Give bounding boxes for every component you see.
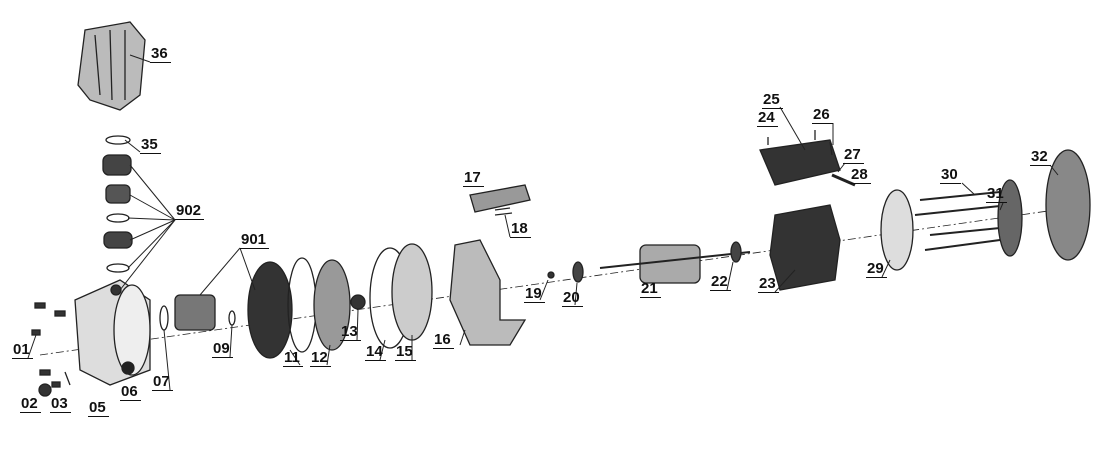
label-27: 27 [843,147,864,164]
part-21-rotor [639,244,701,284]
center-axis [39,204,1091,356]
part-16-bracket [449,239,527,346]
part-23-motor-housing [769,204,841,291]
part-24-terminal-box [759,139,841,186]
label-36: 36 [150,46,171,63]
label-16: 16 [433,332,454,349]
label-31: 31 [986,186,1007,203]
part-17-capacitor [469,184,531,213]
label-05: 05 [88,400,109,417]
label-28: 28 [850,167,871,184]
label-30: 30 [940,167,961,184]
label-06: 06 [120,384,141,401]
part-901-ejector [174,294,216,331]
label-26: 26 [812,107,833,124]
label-13: 13 [340,324,361,341]
label-12: 12 [310,350,331,367]
label-22: 22 [710,274,731,291]
label-29: 29 [866,261,887,278]
label-32: 32 [1030,149,1051,166]
part-31-fan [997,179,1023,257]
label-11: 11 [283,350,303,367]
label-21: 21 [640,281,661,298]
label-24: 24 [757,110,778,127]
label-03: 03 [50,396,71,413]
label-19: 19 [524,286,545,303]
part-diffuser [247,261,293,359]
label-14: 14 [365,344,386,361]
label-902: 902 [175,203,205,220]
label-25: 25 [762,92,783,109]
label-17: 17 [463,170,484,187]
label-07: 07 [152,374,173,391]
label-09: 09 [212,341,233,358]
label-02: 02 [20,396,41,413]
part-29-bearing-cover [880,189,914,271]
part-35-oring [105,135,131,145]
part-902-fitting [102,154,132,176]
label-15: 15 [395,344,416,361]
label-01: 01 [12,342,33,359]
label-18: 18 [510,221,531,238]
label-901: 901 [240,232,270,249]
part-32-fan-cover [1045,149,1091,261]
label-20: 20 [562,290,583,307]
label-23: 23 [758,276,779,293]
label-35: 35 [140,137,161,154]
